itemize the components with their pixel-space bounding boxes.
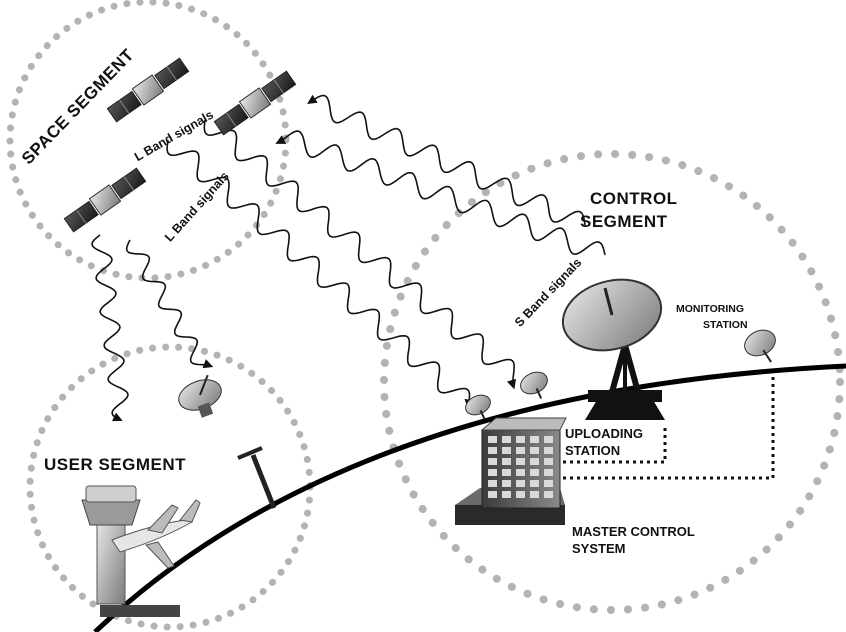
building-window (502, 458, 511, 465)
monitoring-connection-line (563, 375, 775, 480)
building-window (488, 436, 497, 443)
building-window (516, 458, 525, 465)
building-window (544, 469, 553, 476)
user-segment-label: USER SEGMENT (44, 455, 187, 474)
s-band-uplink-wave-1 (275, 130, 606, 256)
airplane-icon (111, 499, 201, 569)
building-window (544, 480, 553, 487)
building-window (516, 491, 525, 498)
airport-tower-icon (81, 485, 180, 617)
l-band-wave-to-ground-2 (203, 119, 517, 390)
s-band-uplink-wave-2 (307, 94, 586, 226)
building-window (530, 458, 539, 465)
l-band-wave-to-receiver (125, 239, 214, 369)
building-window (544, 458, 553, 465)
building-window (488, 458, 497, 465)
building-window (488, 447, 497, 454)
building-window (544, 436, 553, 443)
signal-waves (91, 94, 606, 422)
control-segment-boundary (380, 150, 844, 614)
uploading-station-label-line1: UPLOADING (565, 426, 643, 441)
monitoring-station-label-line1: MONITORING (676, 303, 745, 315)
l-band-wave-to-ground-1 (166, 139, 474, 410)
building-window (488, 469, 497, 476)
building-window (544, 447, 553, 454)
control-segment-label-line1: CONTROL (590, 189, 678, 208)
building-window (516, 480, 525, 487)
satellite-icon (213, 70, 297, 136)
building-window (544, 491, 553, 498)
master-control-building-icon (455, 417, 567, 525)
master-control-label-line2: SYSTEM (572, 541, 626, 556)
ground-antenna-icon (520, 371, 548, 399)
building-window (530, 447, 539, 454)
uplink-connection-line (563, 425, 667, 464)
building-window (502, 480, 511, 487)
master-control-label-line1: MASTER CONTROL (572, 524, 695, 539)
uploading-station-label-line2: STATION (565, 443, 621, 458)
building-window (488, 480, 497, 487)
building-window (516, 436, 525, 443)
building-window (530, 436, 539, 443)
control-segment-label-line2: SEGMENT (580, 212, 668, 231)
uploading-dish-icon (561, 278, 665, 420)
building-window (530, 480, 539, 487)
ground-antenna-icon (465, 394, 491, 420)
gps-antenna-icon (237, 446, 277, 509)
building-window (502, 436, 511, 443)
building-window (516, 447, 525, 454)
building-window (502, 469, 511, 476)
satellite-icon (106, 57, 190, 123)
earth-horizon-curve (93, 363, 846, 632)
receiver-dish-icon (178, 374, 222, 418)
building-window (502, 491, 511, 498)
building-window (488, 491, 497, 498)
building-window (516, 469, 525, 476)
building-window (502, 447, 511, 454)
monitoring-antenna-icon (744, 329, 776, 363)
building-window (530, 469, 539, 476)
monitoring-station-label-line2: STATION (703, 319, 748, 331)
l-band-wave-to-user (91, 234, 129, 422)
satellite-icon (63, 167, 147, 233)
building-window (530, 491, 539, 498)
